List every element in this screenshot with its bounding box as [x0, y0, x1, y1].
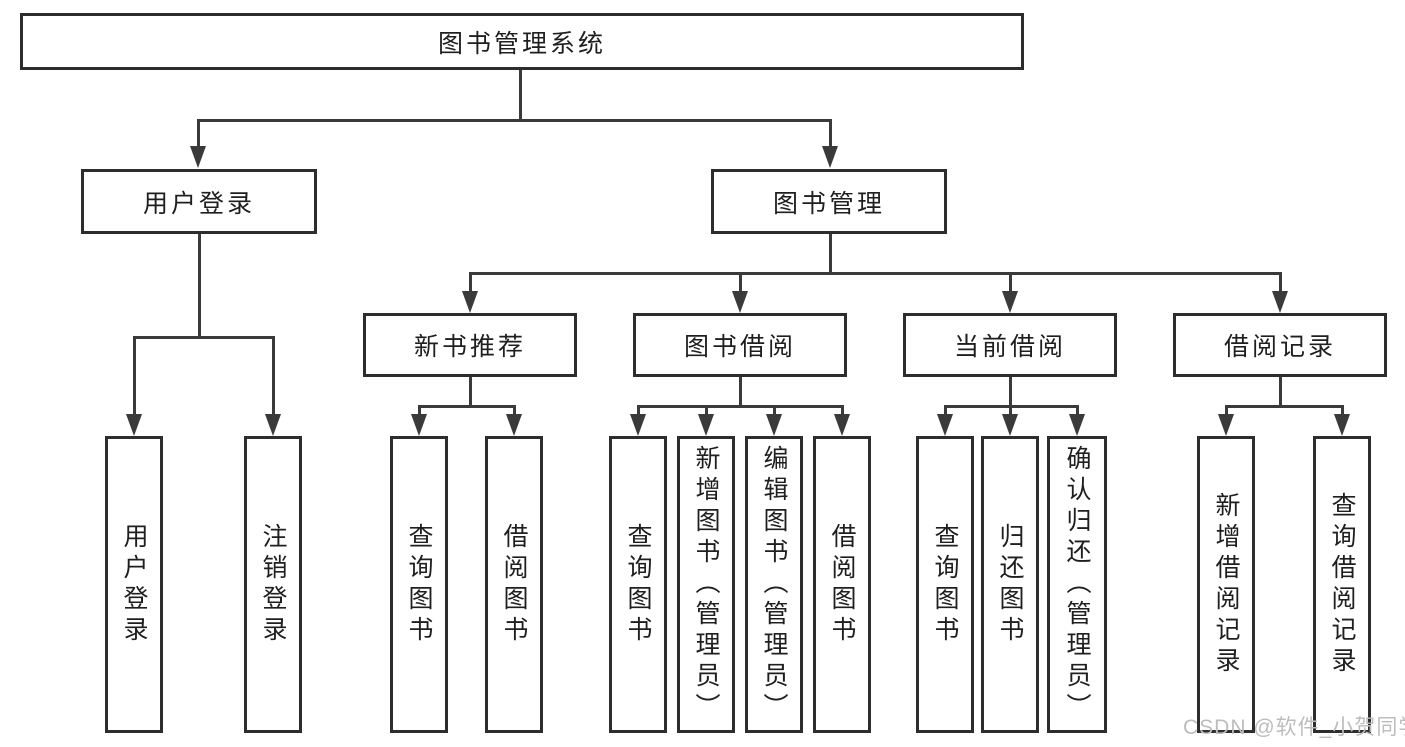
node-current-borrowing-label: 当前借阅 — [953, 333, 1066, 361]
arrow-down-icon-user-login — [190, 146, 206, 168]
arrow-down-icon-query-borrow-record — [1334, 414, 1350, 436]
arrow-down-icon-confirm-return-admin — [1069, 414, 1085, 436]
leaf-edit-book-admin-label: 编辑图书（管理员） — [760, 445, 788, 724]
leaf-user-login-label: 用户登录 — [120, 522, 148, 647]
drop-line-user-login — [197, 119, 200, 148]
node-book-borrowing: 图书借阅 — [633, 313, 847, 377]
arrow-down-icon-leaf-user-login — [126, 414, 142, 436]
arrow-down-icon-return-books — [1002, 414, 1018, 436]
level2-rail-line — [197, 119, 831, 122]
drop-line-add-borrow-record — [1225, 405, 1228, 416]
book-borrowing-stub-line — [739, 377, 742, 406]
node-borrowing-records: 借阅记录 — [1173, 313, 1387, 377]
user-login-stub-line — [198, 234, 201, 338]
drop-line-leaf-logout — [272, 336, 275, 416]
arrow-down-icon-leaf-logout — [265, 414, 281, 436]
node-root-label: 图书管理系统 — [437, 29, 606, 58]
drop-line-query-borrow-record — [1341, 405, 1344, 416]
node-user-login-branch: 用户登录 — [81, 169, 317, 234]
leaf-logout: 注销登录 — [244, 436, 302, 733]
drop-line-leaf-user-login — [133, 336, 136, 416]
drop-line-borrow-books — [841, 405, 844, 416]
arrow-down-icon-query-books-recommend — [411, 414, 427, 436]
drop-line-return-books — [1009, 405, 1012, 416]
node-book-borrowing-label: 图书借阅 — [683, 333, 796, 361]
leaf-query-books-recommend-label: 查询图书 — [405, 522, 433, 647]
leaf-confirm-return-admin: 确认归还（管理员） — [1047, 436, 1107, 733]
arrow-down-icon-query-books-current — [937, 414, 953, 436]
arrow-down-icon-book-management — [822, 146, 838, 168]
user-login-rail-line — [133, 336, 274, 339]
leaf-query-books-current: 查询图书 — [916, 436, 974, 733]
node-borrowing-records-label: 借阅记录 — [1223, 333, 1336, 361]
drop-line-edit-book-admin — [773, 405, 776, 416]
drop-line-new-book-recommend — [469, 272, 472, 293]
node-root: 图书管理系统 — [20, 13, 1024, 70]
leaf-borrow-books-recommend: 借阅图书 — [485, 436, 543, 733]
drop-line-current-borrowing — [1009, 272, 1012, 293]
arrow-down-icon-new-book-recommend — [462, 291, 478, 313]
arrow-down-icon-add-borrow-record — [1218, 414, 1234, 436]
node-book-management-label: 图书管理 — [772, 189, 885, 218]
node-user-login-branch-label: 用户登录 — [142, 189, 255, 218]
leaf-user-login: 用户登录 — [105, 436, 163, 733]
current-borrowing-stub-line — [1009, 377, 1012, 406]
root-stub-line — [519, 70, 522, 121]
leaf-query-books-borrow: 查询图书 — [609, 436, 667, 733]
arrow-down-icon-add-book-admin — [698, 414, 714, 436]
leaf-add-borrow-record: 新增借阅记录 — [1197, 436, 1255, 733]
new-book-recommend-rail-line — [418, 405, 516, 408]
arrow-down-icon-book-borrowing — [732, 291, 748, 313]
leaf-edit-book-admin: 编辑图书（管理员） — [745, 436, 803, 733]
node-new-book-recommend-label: 新书推荐 — [413, 333, 526, 361]
borrowing-records-rail-line — [1225, 405, 1344, 408]
book-borrowing-rail-line — [637, 405, 844, 408]
borrowing-records-stub-line — [1279, 377, 1282, 406]
leaf-return-books-label: 归还图书 — [996, 522, 1024, 647]
leaf-logout-label: 注销登录 — [259, 522, 287, 647]
arrow-down-icon-edit-book-admin — [766, 414, 782, 436]
drop-line-query-books-current — [944, 405, 947, 416]
leaf-borrow-books: 借阅图书 — [813, 436, 871, 733]
leaf-borrow-books-label: 借阅图书 — [828, 522, 856, 647]
node-current-borrowing: 当前借阅 — [903, 313, 1117, 377]
book-management-stub-line — [829, 234, 832, 274]
csdn-watermark: CSDN @软件_小贺同学 — [1183, 716, 1405, 739]
leaf-query-books-current-label: 查询图书 — [931, 522, 959, 647]
arrow-down-icon-current-borrowing — [1002, 291, 1018, 313]
arrow-down-icon-query-books-borrow — [630, 414, 646, 436]
leaf-add-borrow-record-label: 新增借阅记录 — [1212, 491, 1240, 678]
leaf-query-books-borrow-label: 查询图书 — [624, 522, 652, 647]
level3-rail-line — [469, 272, 1281, 275]
arrow-down-icon-borrowing-records — [1272, 291, 1288, 313]
leaf-confirm-return-admin-label: 确认归还（管理员） — [1063, 445, 1091, 724]
leaf-add-book-admin: 新增图书（管理员） — [677, 436, 735, 733]
node-new-book-recommend: 新书推荐 — [363, 313, 577, 377]
new-book-recommend-stub-line — [469, 377, 472, 406]
leaf-query-borrow-record: 查询借阅记录 — [1313, 436, 1371, 733]
arrow-down-icon-borrow-books — [834, 414, 850, 436]
drop-line-query-books-borrow — [637, 405, 640, 416]
drop-line-add-book-admin — [705, 405, 708, 416]
drop-line-book-management — [829, 119, 832, 148]
leaf-borrow-books-recommend-label: 借阅图书 — [500, 522, 528, 647]
node-book-management: 图书管理 — [711, 169, 947, 234]
leaf-return-books: 归还图书 — [981, 436, 1039, 733]
drop-line-borrowing-records — [1279, 272, 1282, 293]
drop-line-confirm-return-admin — [1076, 405, 1079, 416]
leaf-query-borrow-record-label: 查询借阅记录 — [1328, 491, 1356, 678]
leaf-add-book-admin-label: 新增图书（管理员） — [692, 445, 720, 724]
drop-line-borrow-books-recommend — [513, 405, 516, 416]
arrow-down-icon-borrow-books-recommend — [506, 414, 522, 436]
drop-line-book-borrowing — [739, 272, 742, 293]
leaf-query-books-recommend: 查询图书 — [390, 436, 448, 733]
drop-line-query-books-recommend — [418, 405, 421, 416]
